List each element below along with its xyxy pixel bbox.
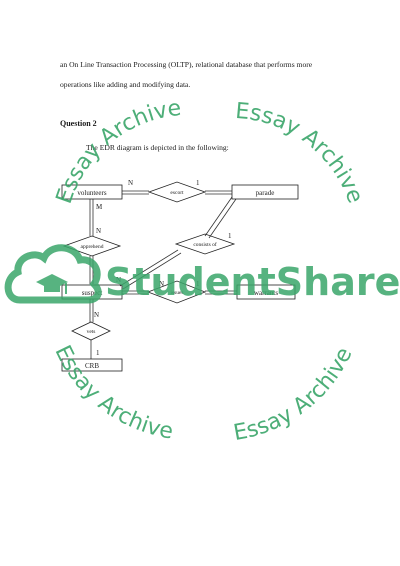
cardinality-label: 1 xyxy=(96,349,100,357)
cardinality-label: N xyxy=(116,276,121,284)
relationship-consists-of xyxy=(174,233,236,255)
connector-line xyxy=(119,249,179,287)
entity-volunteers xyxy=(61,184,123,200)
cardinality-label: N xyxy=(159,280,164,288)
connector-line xyxy=(122,252,182,290)
relationship-label: apprehend xyxy=(81,244,104,250)
entity-label: suspect xyxy=(82,289,103,297)
cardinality-label: 1 xyxy=(228,232,232,240)
cardinality-label: N xyxy=(94,311,99,319)
cardinality-label: 1 xyxy=(196,280,200,288)
entity-label: CRB xyxy=(85,362,99,370)
relationship-label: escort xyxy=(170,190,184,196)
cardinality-label: M xyxy=(96,203,103,211)
entity-label: parade xyxy=(256,189,275,197)
relationship-escort xyxy=(147,181,207,203)
body-text-line: an On Line Transaction Processing (OLTP)… xyxy=(60,60,313,69)
entity-parade xyxy=(231,184,299,200)
section-heading: Question 2 xyxy=(60,119,97,128)
entity-label: warrants xyxy=(254,289,278,297)
entity-warrants xyxy=(236,284,296,300)
entity-label: volunteers xyxy=(77,189,106,197)
cardinality-label: N xyxy=(96,227,101,235)
cardinality-label: N xyxy=(128,179,133,187)
connector-line xyxy=(208,198,237,239)
cardinality-label: 1 xyxy=(196,179,200,187)
connector-line xyxy=(204,196,233,237)
diagram-intro-text: The EDR diagram is depicted in the follo… xyxy=(86,143,229,152)
body-text-line: operations like adding and modifying dat… xyxy=(60,80,191,89)
relationship-label: consists of xyxy=(193,241,217,248)
relationship-label: issues xyxy=(170,290,183,296)
relationship-label: vets xyxy=(87,329,96,335)
relationship-issues xyxy=(146,280,207,304)
entity-crb xyxy=(61,358,123,372)
relationship-vets xyxy=(71,321,111,341)
